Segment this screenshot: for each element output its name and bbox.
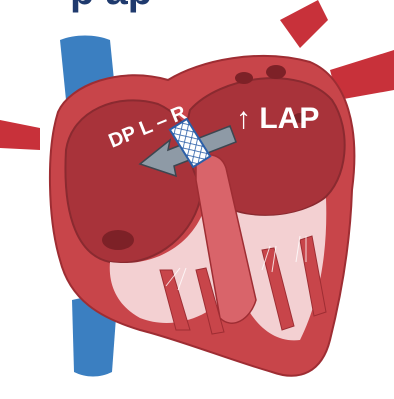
- heading-fragment: p ap: [70, 0, 152, 13]
- vein-opening: [266, 65, 286, 79]
- vessel-left: [0, 120, 40, 150]
- vein-opening: [102, 230, 134, 250]
- aortic-vessel-top: [280, 0, 328, 48]
- vein-opening: [235, 72, 253, 84]
- lap-label: ↑ LAP: [236, 102, 319, 135]
